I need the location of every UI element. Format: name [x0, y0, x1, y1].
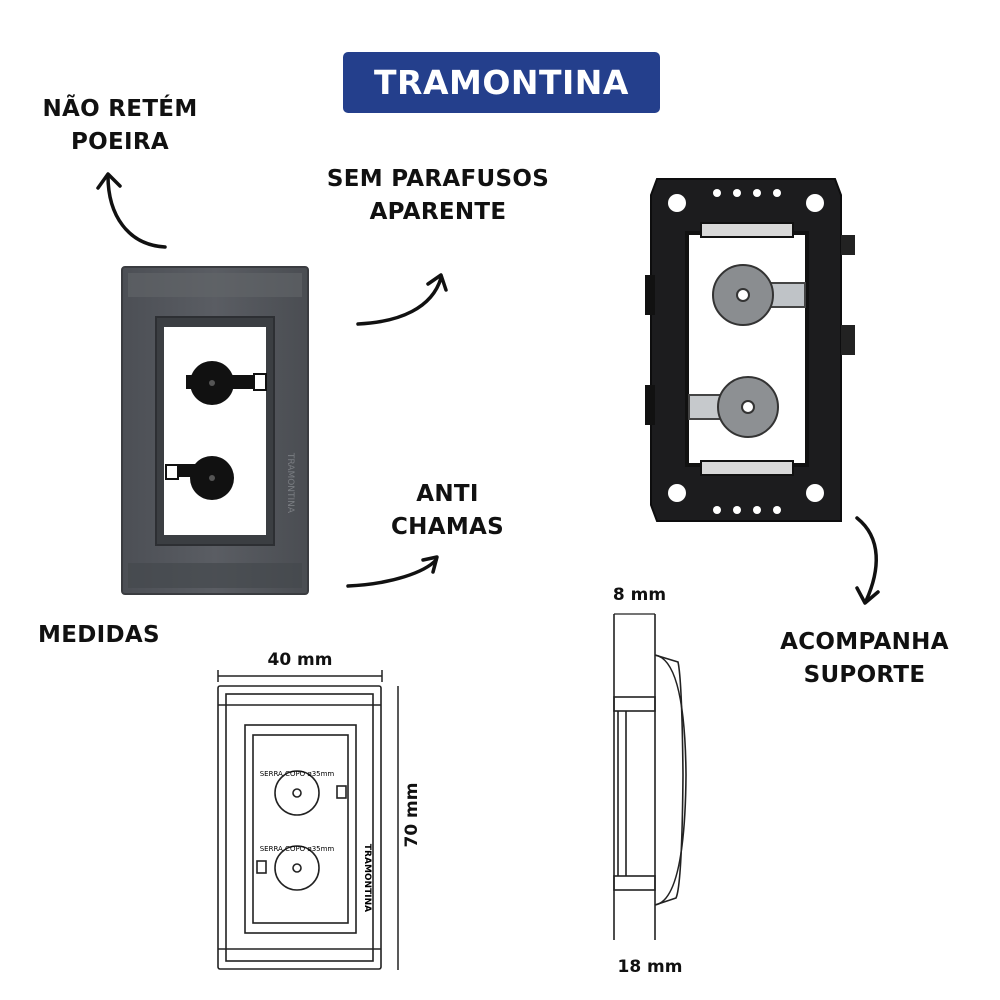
feature-screws-line1: SEM PARAFUSOS [326, 166, 550, 192]
depth-total-label: 18 mm [617, 957, 683, 977]
drawing-brand-mark: TRAMONTINA [362, 844, 372, 912]
support-frame-image [645, 178, 855, 522]
hole-text-bottom: SERRA COPO ø35mm [260, 845, 335, 853]
feature-support-label: ACOMPANHA SUPORTE [772, 626, 957, 692]
brand-name: TRAMONTINA [374, 63, 629, 102]
measures-title: MEDIDAS [38, 622, 160, 648]
hole-text-top: SERRA COPO ø35mm [260, 770, 335, 778]
plate-brand-mark: TRAMONTINA [285, 452, 295, 514]
cover-plate-image: TRAMONTINA [121, 266, 309, 595]
feature-flame-line1: ANTI [416, 481, 479, 507]
height-label: 70 mm [402, 782, 422, 848]
feature-support-line1: ACOMPANHA [780, 629, 949, 655]
feature-screws-label: SEM PARAFUSOS APARENTE [318, 163, 558, 229]
feature-dust-line2: POEIRA [71, 129, 169, 155]
height-dimension-line [397, 686, 399, 970]
width-dimension-line [217, 670, 383, 682]
side-drawing [613, 613, 687, 940]
width-label: 40 mm [267, 650, 333, 670]
feature-flame-label: ANTI CHAMAS [360, 478, 535, 544]
depth-front-label: 8 mm [612, 585, 667, 605]
front-drawing: SERRA COPO ø35mm SERRA COPO ø35mm TRAMON… [217, 685, 382, 970]
feature-support-line2: SUPORTE [803, 662, 926, 688]
feature-screws-line2: APARENTE [369, 199, 507, 225]
feature-flame-line2: CHAMAS [391, 514, 504, 540]
brand-banner: TRAMONTINA [343, 52, 660, 113]
feature-dust-line1: NÃO RETÉM [42, 96, 198, 122]
feature-dust-label: NÃO RETÉM POEIRA [20, 93, 220, 159]
